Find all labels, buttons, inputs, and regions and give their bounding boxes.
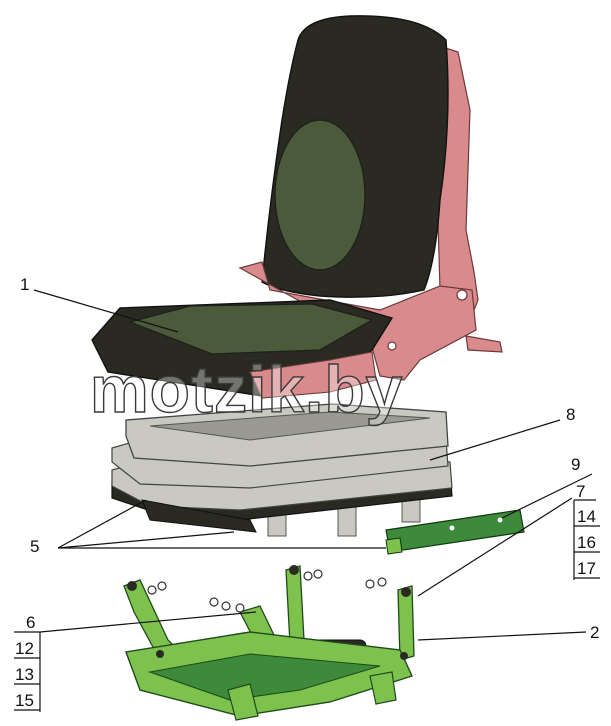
backrest-panel (274, 119, 366, 271)
seat-side-panel (249, 351, 377, 399)
rear-upright (397, 585, 415, 661)
callout-8: 8 (566, 405, 575, 424)
mounting-bracket (385, 509, 525, 555)
washer (147, 585, 157, 595)
callout-6: 6 (26, 613, 35, 632)
suspension-base (123, 565, 415, 721)
leader-lines (14, 289, 600, 712)
washer (377, 577, 387, 587)
leader-line-8 (429, 419, 561, 461)
base-foot (227, 683, 259, 721)
callout-box-right (573, 499, 600, 580)
washer (157, 581, 167, 591)
washer (235, 603, 245, 613)
washer (209, 597, 219, 607)
pivot-bolt (127, 581, 137, 591)
bracket-flange (385, 537, 403, 555)
bellows-cover (111, 403, 453, 537)
pivot-bolt (400, 652, 408, 660)
fastener-set (147, 569, 387, 613)
seat-cushion-panel (127, 303, 374, 355)
washer (365, 579, 375, 589)
callout-16: 16 (577, 533, 596, 552)
rear-upright (285, 565, 305, 645)
callout-17: 17 (577, 559, 596, 578)
base-foot (369, 671, 397, 705)
recline-lever (465, 335, 503, 353)
callout-1: 1 (20, 275, 29, 294)
leader-line-2 (417, 631, 587, 641)
callout-15: 15 (15, 691, 34, 710)
bracket-hole (449, 525, 455, 531)
base-inner-rail (147, 653, 381, 701)
seat-assembly (91, 15, 503, 399)
callout-13: 13 (15, 665, 34, 684)
washer (303, 571, 313, 581)
bellows-opening (149, 411, 431, 441)
callout-9: 9 (571, 455, 580, 474)
watermark-text: motzik.by (90, 352, 403, 426)
bellows-base-plate (141, 499, 257, 533)
leader-line-9 (501, 473, 593, 519)
callout-box-left (14, 631, 41, 712)
pivot-bolt (456, 289, 468, 301)
callout-12: 12 (15, 639, 34, 658)
callout-5: 5 (30, 537, 39, 556)
leader-line-7 (417, 497, 573, 597)
callout-14: 14 (577, 507, 596, 526)
leader-line-1 (33, 289, 179, 333)
pivot-bolt (156, 650, 164, 658)
callout-7: 7 (576, 482, 585, 501)
callout-labels: 1 8 9 7 14 16 17 5 6 12 13 15 2 (15, 275, 599, 710)
pivot-bolt (387, 341, 397, 351)
callout-2: 2 (590, 623, 599, 642)
pivot-bolt (401, 587, 411, 597)
leader-line-5b (57, 531, 235, 549)
bracket-hole (497, 517, 503, 523)
leader-line-6 (39, 611, 257, 633)
leader-line-5a (57, 499, 147, 549)
pivot-bolt (289, 565, 299, 575)
washer (221, 601, 231, 611)
washer (313, 569, 323, 579)
